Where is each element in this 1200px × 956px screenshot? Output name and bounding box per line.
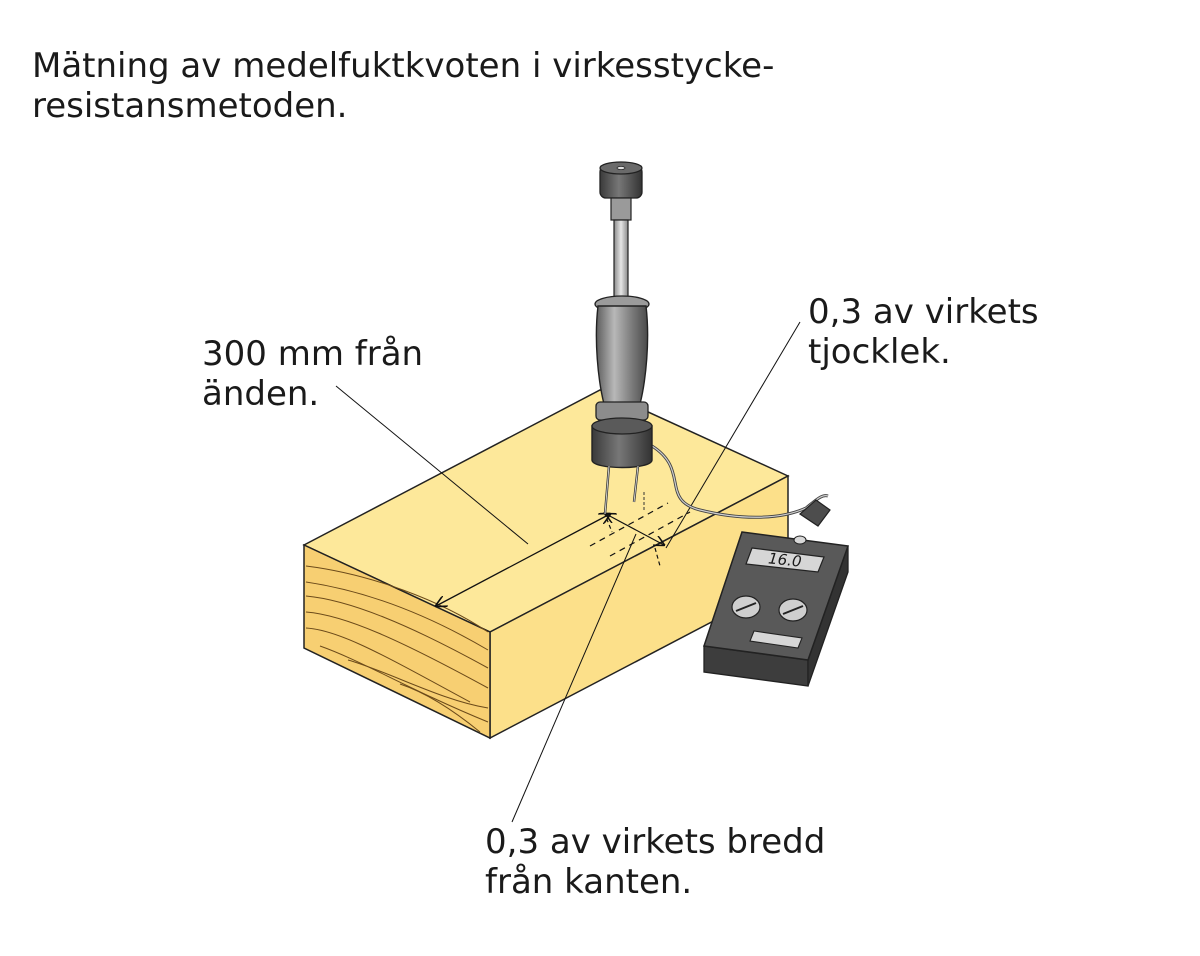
dimension-length [335,385,610,606]
label-thickness-line-1: 0,3 av virkets [808,292,1039,332]
label-width-from-edge: 0,3 av virkets bredd från kanten. [485,822,825,902]
meter-display [745,547,825,573]
moisture-probe [591,161,653,515]
meter-knob-right [778,598,808,622]
label-thickness-line-2: tjocklek. [808,332,951,372]
meter-knob-left [731,595,761,619]
moisture-meter: 16.0 [703,499,850,687]
end-grain [305,565,489,733]
dimension-thickness [665,321,801,549]
dimension-width [511,502,691,823]
meter-reading: 16.0 [767,549,802,570]
title-line-1: Mätning av medelfuktkvoten i virkesstyck… [32,46,775,86]
label-thickness: 0,3 av virkets tjocklek. [808,292,1039,372]
title-line-2: resistansmetoden. [32,86,348,126]
page-title: Mätning av medelfuktkvoten i virkesstyck… [32,46,774,126]
label-distance-line-2: änden. [202,374,320,414]
meter-label-plate [749,630,803,649]
label-width-line-2: från kanten. [485,862,693,902]
label-width-line-1: 0,3 av virkets bredd [485,822,826,862]
label-distance-from-end: 300 mm från änden. [202,334,423,414]
label-distance-line-1: 300 mm från [202,334,424,374]
wood-block [302,389,790,740]
